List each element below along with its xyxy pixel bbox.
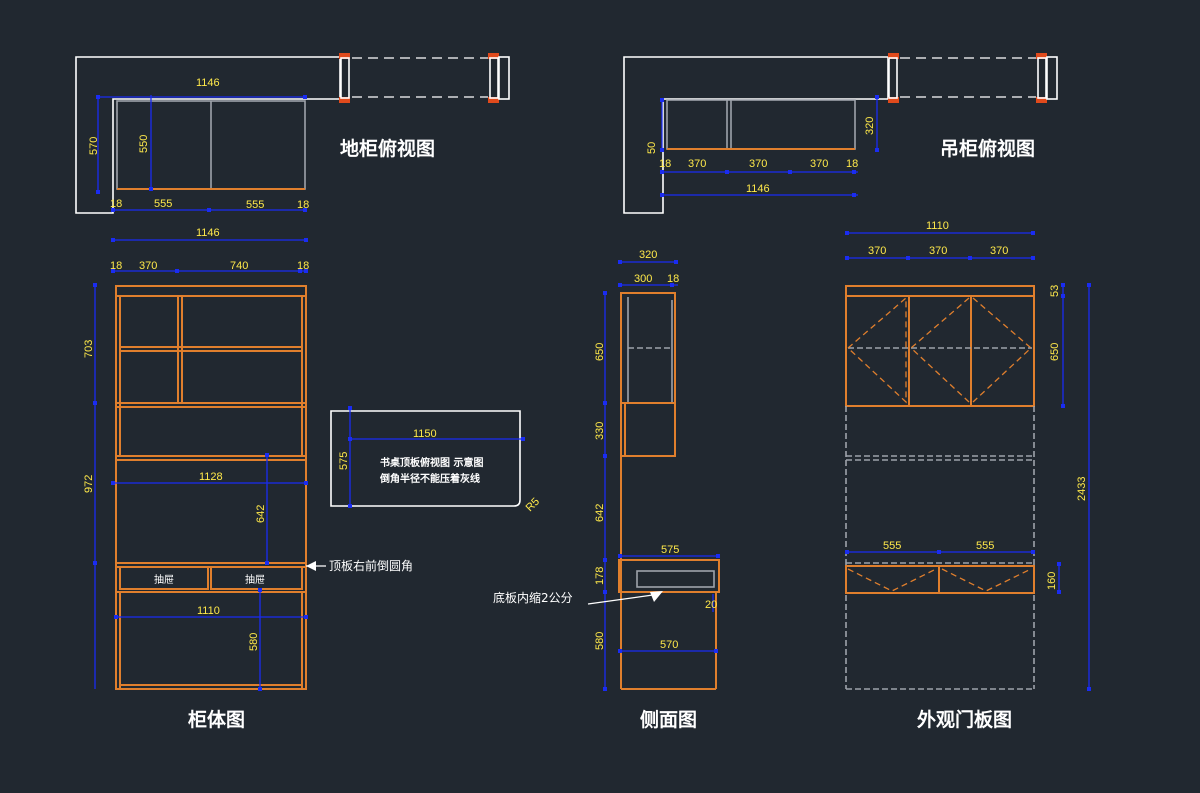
dim-text-740: 740 [230,260,248,272]
wall-top-post [1046,56,1058,100]
dim-text-18: 18 [667,273,679,285]
base-top-post [489,57,499,99]
dim-text-642: 642 [255,505,267,523]
dim-text-160: 160 [1046,572,1058,590]
base-top-cap-marker [339,97,350,103]
top-corner-note: 顶板右前倒圆角 [329,558,413,573]
base-top-post [498,56,510,100]
base-top-cap-marker [488,53,499,59]
cabinet-body-view: 1146 18 370 740 18 抽屉 抽屉 703 972 [83,227,413,731]
dim-text-555: 555 [154,198,172,210]
cabinet-outer-frame [115,285,307,690]
dim-text-18: 18 [110,198,122,210]
dim-text-370: 370 [749,158,767,170]
dim-text-370: 370 [139,260,157,272]
title-cabinet-body: 柜体图 [188,708,245,731]
base-top-post [340,57,350,99]
dim-text-703: 703 [83,340,95,358]
dim-text-370: 370 [810,158,828,170]
side-drawer-section [618,559,720,593]
dim-text-555: 555 [246,199,264,211]
dim-text-555: 555 [976,540,994,552]
dim-text-370: 370 [929,245,947,257]
dim-text-570: 570 [660,639,678,651]
dim-text-972: 972 [83,475,95,493]
dim-text-1146: 1146 [746,183,770,195]
dim-text-r5: R5 [524,496,542,514]
dim-text-370: 370 [990,245,1008,257]
dim-text-575: 575 [661,544,679,556]
title-wall-cabinet-top-view: 吊柜俯视图 [940,137,1035,160]
dim-text-550: 550 [138,135,150,153]
bottom-inset-note: 底板内缩2公分 [493,590,573,605]
dim-text-18: 18 [846,158,858,170]
dim-text-320: 320 [864,117,876,135]
dim-text-555: 555 [883,540,901,552]
dim-text-580: 580 [594,632,606,650]
drawer-right-label: 抽屉 [245,573,265,586]
dim-text-50: 50 [646,142,658,154]
dim-text-1110: 1110 [926,220,949,232]
dim-text-178: 178 [594,567,606,585]
dim-text-1110: 1110 [197,605,220,617]
dim-text-320: 320 [639,249,657,261]
drawer-left [119,566,209,590]
desk-note-line-2: 倒角半径不能压着灰线 [379,472,480,485]
dim-text-650: 650 [1049,343,1061,361]
dim-text-370: 370 [868,245,886,257]
drawer-left-label: 抽屉 [154,573,174,586]
dim-text-1150: 1150 [413,428,437,440]
door-panel-view: 1110 370 370 370 53 650 2433 555 555 [845,220,1091,731]
dim-text-370: 370 [688,158,706,170]
desk-note-line-1: 书桌顶板俯视图 示意图 [380,456,483,469]
dim-text-1146: 1146 [196,227,220,239]
dim-text-330: 330 [594,422,606,440]
dim-text-18: 18 [297,199,309,211]
dim-text-300: 300 [634,273,652,285]
dim-text-18: 18 [110,260,122,272]
title-side-view: 侧面图 [640,709,697,731]
side-drawer-box [636,570,715,588]
dim-text-20: 20 [705,599,717,611]
dim-text-1146: 1146 [196,77,220,89]
wall-top-cabinet-outline [666,99,856,150]
dim-text-575: 575 [338,452,350,470]
wall-top-post [888,57,898,99]
desk-top-outline [330,410,521,507]
wall-top-post [1037,57,1047,99]
base-top-cap-marker [488,97,499,103]
desk-top-sketch: 1150 575 书桌顶板俯视图 示意图 倒角半径不能压着灰线 R5 [330,406,542,514]
drawer-right [210,566,303,590]
side-middle-section [620,402,676,457]
dim-text-18: 18 [659,158,671,170]
dim-text-642: 642 [594,504,606,522]
dim-text-650: 650 [594,343,606,361]
dim-text-570: 570 [88,137,100,155]
title-door-panel-view: 外观门板图 [917,708,1012,731]
base-top-cap-marker [339,53,350,59]
wall-cabinet-top-view: 50 320 18 370 370 370 18 1146 吊柜俯视图 [623,53,1058,214]
dim-text-53: 53 [1049,285,1061,297]
dim-text-1128: 1128 [199,471,223,483]
base-cabinet-top-view: 1146 570 550 18 555 555 18 地柜俯视图 [75,53,510,214]
dim-text-18: 18 [297,260,309,272]
dim-text-580: 580 [248,633,260,651]
door-upper-frame [845,285,1035,407]
dim-text-2433: 2433 [1076,477,1088,501]
side-view: 320 300 18 650 330 642 178 580 575 20 57… [493,249,720,731]
title-base-cabinet-top-view: 地柜俯视图 [340,137,435,160]
